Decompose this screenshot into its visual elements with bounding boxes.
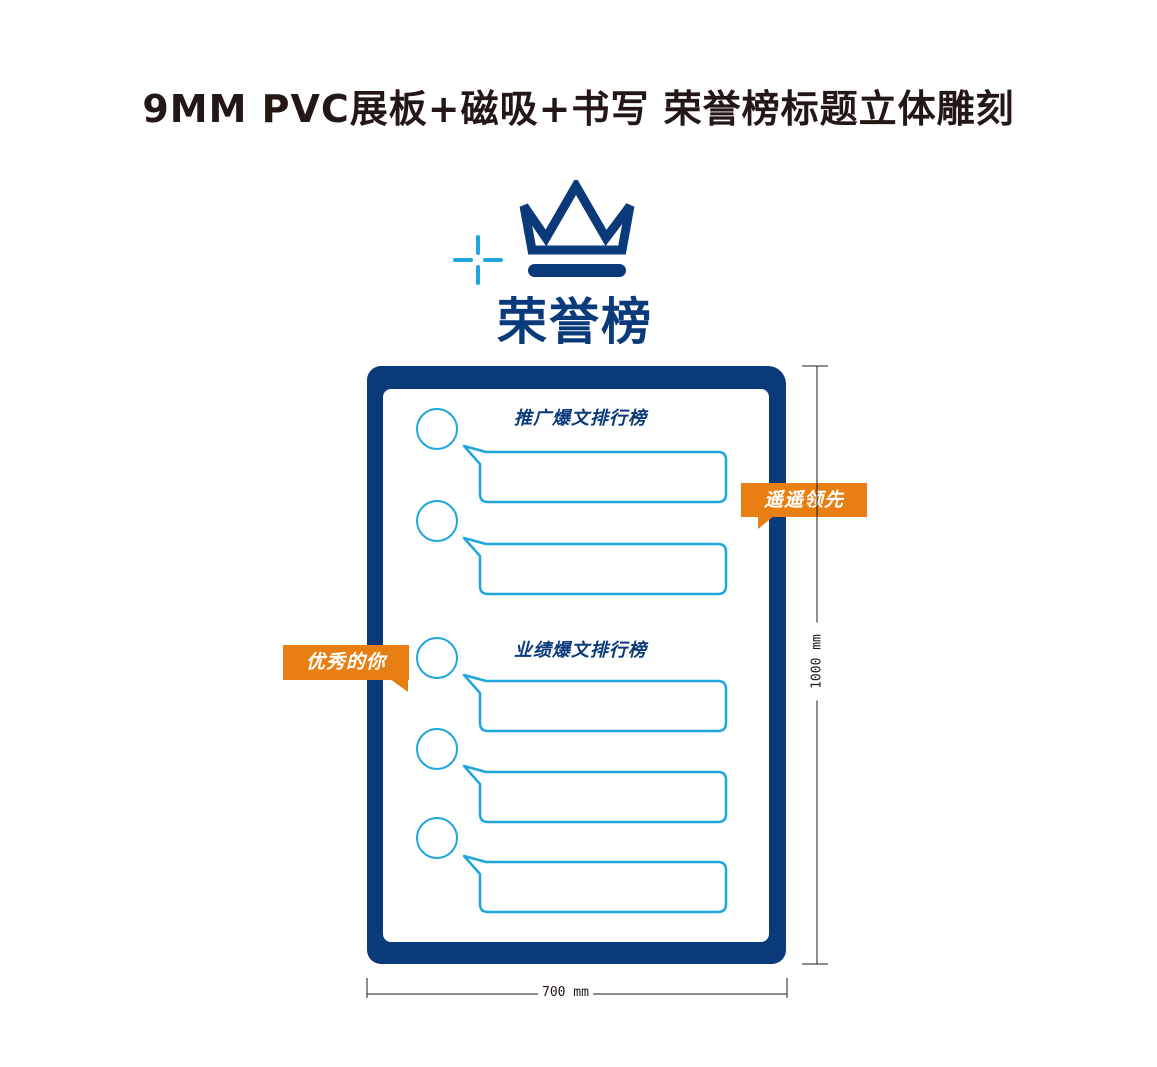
name-bubble bbox=[462, 673, 728, 733]
sparkle-cross-icon bbox=[453, 235, 503, 285]
tag-leading: 遥遥领先 bbox=[741, 483, 867, 517]
height-dimension-label: 1000 mm bbox=[809, 622, 825, 701]
avatar-slot bbox=[416, 500, 458, 542]
name-bubble bbox=[462, 764, 728, 824]
section-title-promotion: 推广爆文排行榜 bbox=[514, 408, 647, 429]
avatar-slot bbox=[416, 817, 458, 859]
name-bubble bbox=[462, 444, 728, 504]
section-title-performance: 业绩爆文排行榜 bbox=[514, 640, 647, 661]
crown-icon bbox=[519, 180, 635, 277]
width-dimension-label: 700 mm bbox=[538, 985, 593, 1000]
tag-tail-icon bbox=[390, 679, 408, 692]
tag-excellent: 优秀的你 bbox=[283, 645, 409, 680]
name-bubble bbox=[462, 854, 728, 914]
avatar-slot bbox=[416, 637, 458, 679]
name-bubble bbox=[462, 536, 728, 596]
tag-tail-icon bbox=[758, 516, 774, 529]
page-title: 9MM PVC展板+磁吸+书写 荣誉榜标题立体雕刻 bbox=[142, 87, 1015, 131]
avatar-slot bbox=[416, 728, 458, 770]
board-title: 荣誉榜 bbox=[497, 293, 653, 351]
avatar-slot bbox=[416, 408, 458, 450]
